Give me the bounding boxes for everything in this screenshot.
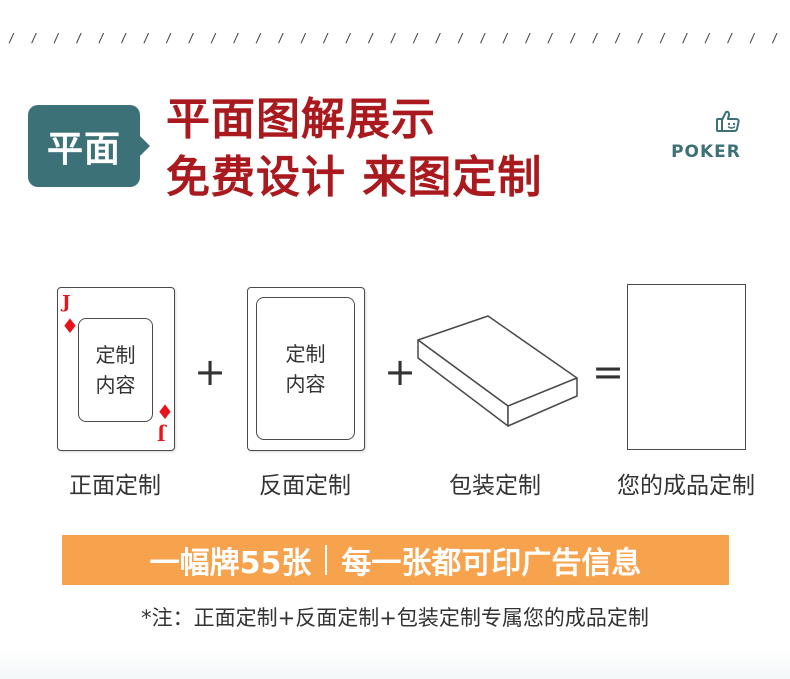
result-card-blank	[627, 284, 746, 450]
section-badge: 平面	[28, 105, 140, 187]
footnote: *注：正面定制+反面定制+包装定制专属您的成品定制	[141, 606, 649, 630]
caption-back: 反面定制	[259, 473, 351, 499]
caption-result: 您的成品定制	[617, 473, 755, 499]
equals-sign: =	[592, 350, 624, 394]
back-card: 定制 内容	[247, 287, 365, 451]
banner-right-text: 每一张都可印广告信息	[341, 546, 642, 581]
banner-divider	[325, 545, 328, 575]
caption-front: 正面定制	[69, 473, 161, 499]
badge-pointer	[140, 136, 150, 156]
card-box-illustration	[417, 315, 578, 427]
section-badge-label: 平面	[46, 129, 121, 170]
card-box-right-face	[507, 377, 578, 427]
thumbs-up-icon	[716, 110, 740, 132]
plus-sign: +	[384, 350, 416, 394]
diamond-suit-icon: ♦	[156, 400, 174, 424]
back-content-line-2: 内容	[285, 371, 326, 396]
front-content-line-1: 定制	[95, 343, 136, 367]
headline-line-2: 免费设计 来图定制	[166, 152, 543, 203]
front-card-rank-bottom: J	[157, 423, 166, 444]
back-card-content-area: 定制 内容	[256, 297, 355, 440]
caption-box: 包装定制	[449, 473, 541, 499]
promo-banner: 一幅牌55张 每一张都可印广告信息	[62, 535, 729, 585]
headline-line-1: 平面图解展示	[166, 94, 436, 145]
back-content-line-1: 定制	[285, 341, 326, 366]
front-card-content-area: 定制 内容	[78, 318, 153, 422]
diamond-suit-icon: ♦	[61, 314, 79, 338]
front-content-line-2: 内容	[95, 373, 136, 397]
decorative-hatch-line: / / / / / / / / / / / / / / / / / / / / …	[8, 31, 788, 45]
banner-left-text: 一幅牌55张	[149, 546, 312, 581]
front-card-rank-top: J	[62, 292, 71, 313]
plus-sign: +	[194, 350, 226, 394]
brand-label: POKER	[671, 142, 741, 162]
bottom-fade	[0, 650, 790, 679]
front-card: J ♦ 定制 内容 ♦ J	[57, 287, 175, 451]
